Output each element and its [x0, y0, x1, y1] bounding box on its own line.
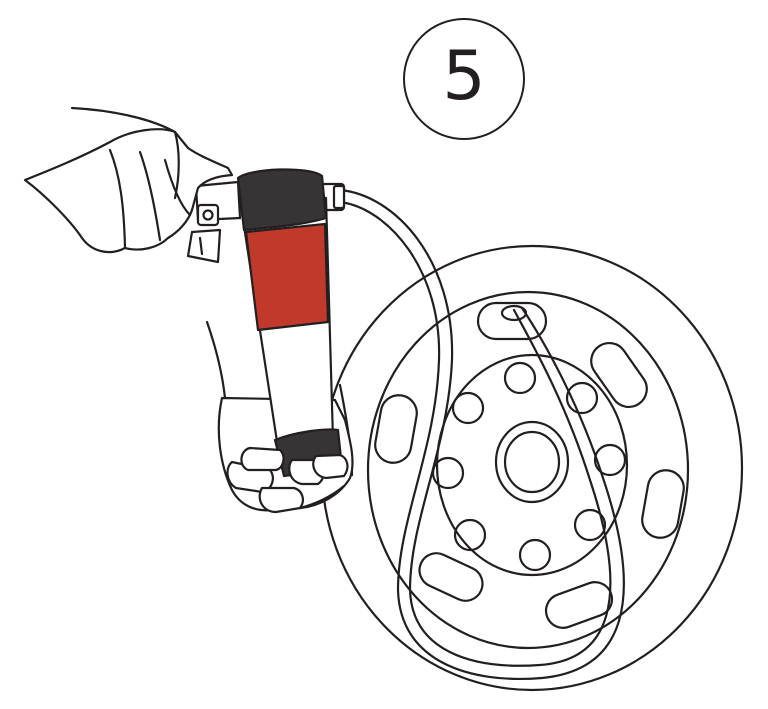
bleeder-pivot — [196, 203, 220, 227]
lug-hole — [453, 518, 487, 552]
hub-center-inner — [503, 430, 561, 494]
lug-hole — [518, 538, 552, 572]
hub-ring — [435, 353, 629, 577]
bleeder-top-cap — [236, 168, 328, 232]
hose-fitting-nut — [332, 184, 346, 210]
step-number-badge: 5 — [403, 18, 525, 140]
hub-center-outer — [494, 420, 570, 504]
lug-hole — [503, 361, 537, 395]
lug-hole — [593, 443, 627, 477]
vent-slot — [641, 469, 685, 539]
bleeder-trigger — [186, 228, 222, 264]
step-number: 5 — [442, 37, 486, 116]
lug-hole — [573, 508, 607, 542]
hand-right-fingers — [226, 446, 349, 514]
bleeder-red-band — [244, 222, 330, 332]
vent-slot — [476, 301, 548, 341]
lug-hole — [451, 391, 485, 425]
bleeder-pivot-pin — [202, 209, 214, 221]
vent-slot — [374, 394, 418, 464]
rotor-outer-ring — [320, 244, 744, 692]
lug-hole — [565, 381, 599, 415]
vent-slot — [418, 552, 484, 602]
hand-left-icon — [23, 106, 234, 254]
hose-icon — [320, 182, 625, 680]
brake-rotor-icon — [320, 244, 744, 692]
rotor-inner-ring — [366, 290, 690, 650]
vent-slot — [544, 581, 614, 629]
vent-slot — [590, 341, 648, 409]
